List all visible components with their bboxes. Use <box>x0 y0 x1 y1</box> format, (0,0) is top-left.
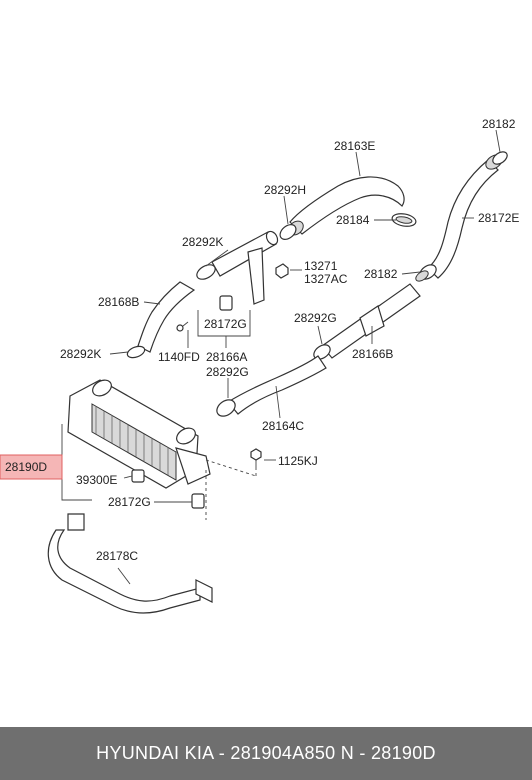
clamp-28292k-upper <box>196 264 216 280</box>
footer-text: HYUNDAI KIA - 281904A850 N - 28190D <box>96 743 436 763</box>
label-28292g-left[interactable]: 28292G <box>206 365 249 379</box>
clamp-28184 <box>391 213 417 227</box>
clamp-28292g-left <box>216 399 236 417</box>
bolt-13271 <box>275 263 289 279</box>
label-28182-top[interactable]: 28182 <box>482 117 516 131</box>
label-1125kj[interactable]: 1125KJ <box>278 454 318 468</box>
bolt-1140fd <box>176 321 189 332</box>
clamp-28292k-lower <box>126 345 146 359</box>
label-28292h[interactable]: 28292H <box>264 183 306 197</box>
label-1327ac[interactable]: 1327AC <box>304 272 348 286</box>
label-28168b[interactable]: 28168B <box>98 295 139 309</box>
intercooler-28190d <box>67 379 211 489</box>
label-1140fd[interactable]: 1140FD <box>158 350 200 364</box>
clamp-28292h <box>279 224 297 240</box>
label-28172e[interactable]: 28172E <box>478 211 519 225</box>
label-28292k-lower[interactable]: 28292K <box>60 347 101 361</box>
label-13271[interactable]: 13271 <box>304 259 338 273</box>
hose-28164c <box>227 355 327 415</box>
label-28166a[interactable]: 28166A <box>206 350 247 364</box>
parts-diagram: 28182 28163E 28292H 28184 28172E 28292K … <box>0 117 519 614</box>
pipe-28166b <box>321 283 421 359</box>
label-28292k-upper[interactable]: 28292K <box>182 235 223 249</box>
label-28164c[interactable]: 28164C <box>262 419 304 433</box>
clamp-28182-top <box>492 151 508 165</box>
label-39300e[interactable]: 39300E <box>76 473 117 487</box>
label-28184[interactable]: 28184 <box>336 213 370 227</box>
grommet-28172g-mid <box>219 295 233 311</box>
dashed-guides <box>205 459 257 520</box>
label-28178c[interactable]: 28178C <box>96 549 138 563</box>
grommet-28172g-low <box>191 493 205 509</box>
hose-28168b <box>137 281 196 353</box>
label-28172g-low[interactable]: 28172G <box>108 495 151 509</box>
clamp-28182-mid <box>415 264 437 282</box>
highlight-box <box>0 454 63 480</box>
bracket-39300e <box>131 469 145 483</box>
label-28182-mid[interactable]: 28182 <box>364 267 398 281</box>
pipe-28166a <box>211 230 279 305</box>
pipe-28178c <box>47 513 213 614</box>
label-28166b[interactable]: 28166B <box>352 347 393 361</box>
bolt-1125kj <box>250 448 262 470</box>
label-28292g-right[interactable]: 28292G <box>294 311 337 325</box>
label-28190d[interactable]: 28190D <box>5 460 47 474</box>
footer-bar: HYUNDAI KIA - 281904A850 N - 28190D <box>0 727 532 780</box>
label-28163e[interactable]: 28163E <box>334 139 375 153</box>
label-28172g-mid[interactable]: 28172G <box>204 317 247 331</box>
diagram-canvas: 28182 28163E 28292H 28184 28172E 28292K … <box>0 117 519 614</box>
